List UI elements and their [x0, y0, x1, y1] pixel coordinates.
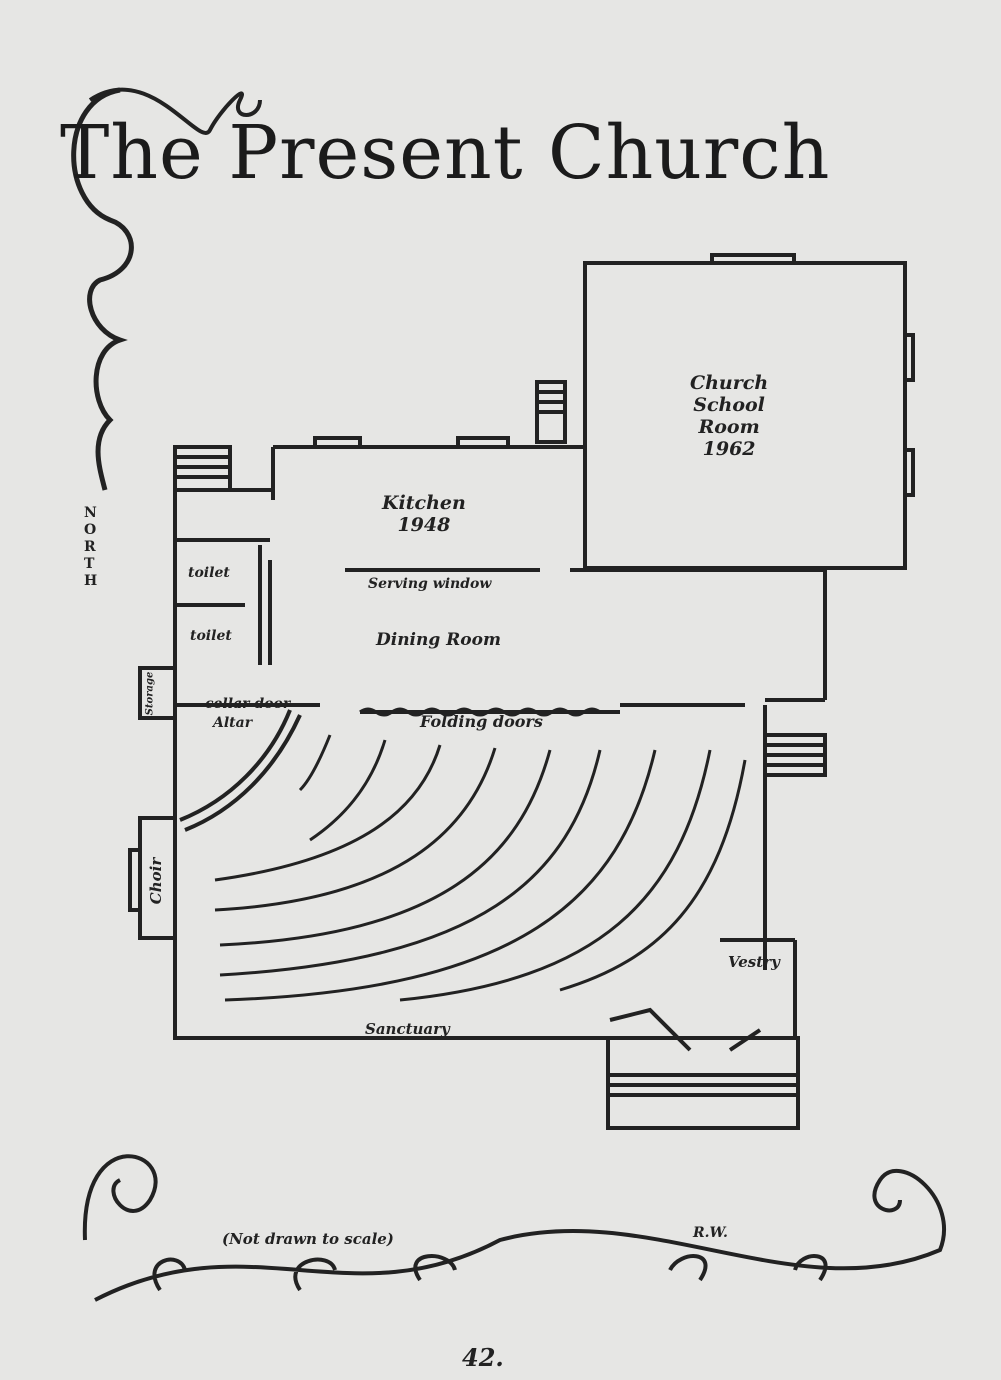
label-line: Church [690, 372, 769, 394]
scale-note: (Not drawn to scale) [222, 1230, 394, 1248]
label-line: Kitchen [382, 492, 466, 514]
serving-window-label: Serving window [368, 576, 492, 592]
north-label: NORTH [84, 505, 98, 589]
dining-room-label: Dining Room [376, 630, 501, 650]
vestry-label: Vestry [728, 953, 780, 971]
toilet-label: toilet [188, 565, 230, 581]
decorative-flourish-top [88, 87, 262, 135]
pew-arcs [214, 734, 747, 1002]
storage-label: Storage [144, 671, 156, 716]
dining-room-wall [173, 447, 827, 1040]
label-line: School [693, 394, 765, 416]
decorative-flourish-left [71, 87, 134, 491]
page-number: 42. [462, 1343, 504, 1372]
kitchen-label: Kitchen 1948 [382, 492, 466, 536]
artist-initials: R.W. [693, 1225, 728, 1241]
sanctuary-label: Sanctuary [365, 1020, 450, 1038]
cellar-door-label: cellar door [205, 696, 291, 712]
choir-label: Choir [147, 857, 166, 905]
label-line: 1948 [397, 514, 451, 536]
page-title: The Present Church [60, 110, 831, 196]
toilet-label: toilet [190, 628, 232, 644]
altar-label: Altar [213, 715, 253, 731]
label-line: Room [698, 416, 760, 438]
folding-doors-label: Folding doors [420, 712, 543, 731]
school-room-label: Church School Room 1962 [690, 372, 768, 460]
label-line: 1962 [702, 438, 756, 460]
decorative-flourish-bottom [82, 1154, 946, 1302]
